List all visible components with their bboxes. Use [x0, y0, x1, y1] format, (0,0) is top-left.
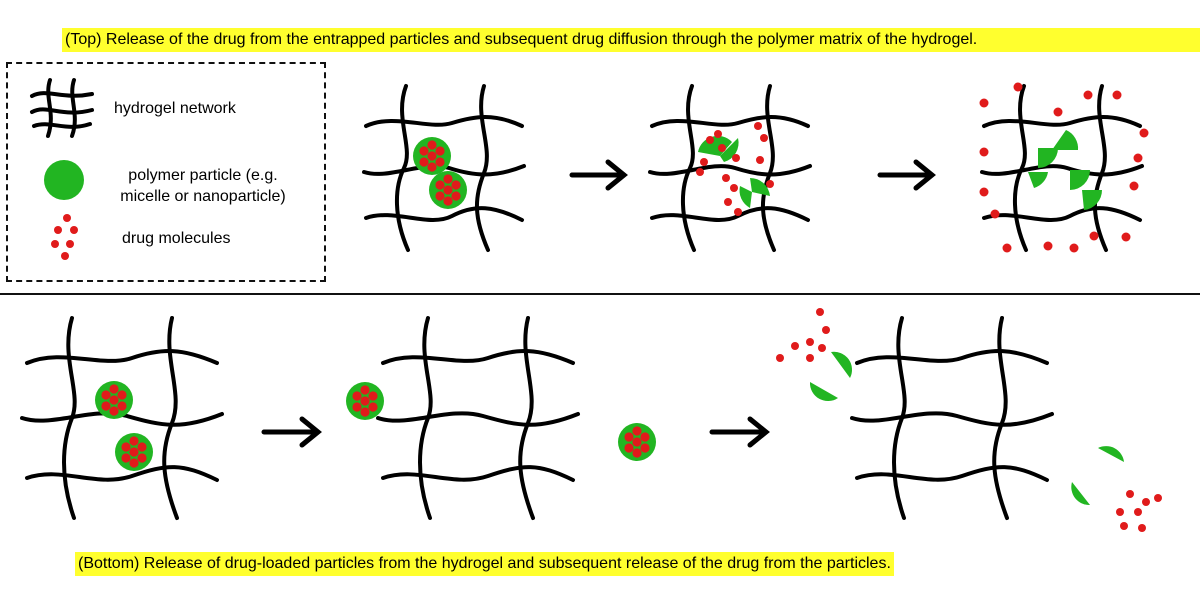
arrow-icon: [569, 159, 628, 191]
bottom-stage-3: [776, 308, 1162, 532]
section-divider: [0, 293, 1200, 295]
bottom-caption: (Bottom) Release of drug-loaded particle…: [75, 552, 894, 576]
bottom-stage-1: [20, 316, 224, 520]
arrow-icon: [261, 416, 322, 448]
legend-label-network: hydrogel network: [114, 100, 236, 117]
top-stage-2: [648, 84, 812, 252]
top-stage-1: [362, 84, 526, 252]
legend-network-icon: [30, 78, 94, 138]
legend-particle-icon: [44, 160, 84, 200]
legend-label-drug: drug molecules: [122, 230, 231, 247]
top-stage-3: [980, 84, 1144, 252]
arrow-icon: [877, 159, 936, 191]
arrow-icon: [709, 416, 770, 448]
released-drug-molecules: [979, 82, 1149, 253]
bottom-stage-2: [346, 316, 656, 520]
legend-label-particle: polymer particle (e.g. micelle or nanopa…: [120, 167, 286, 205]
legend-drug-icon: [51, 214, 78, 260]
top-caption: (Top) Release of the drug from the entra…: [62, 28, 1200, 52]
legend-box: hydrogel network polymer particle (e.g. …: [6, 62, 326, 282]
